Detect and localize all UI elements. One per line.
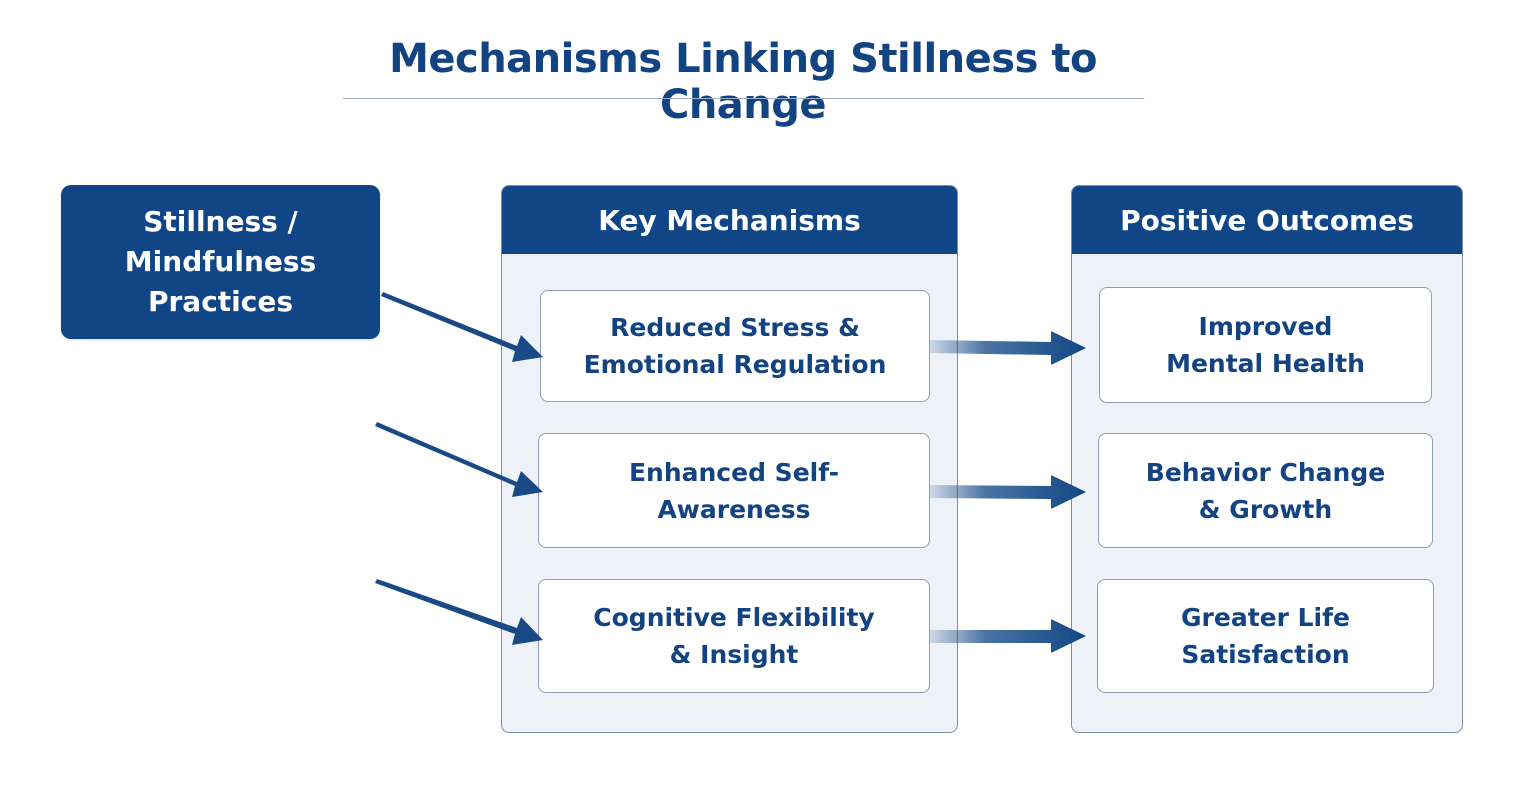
outcome-card-life-satisfaction: Greater Life Satisfaction	[1097, 579, 1434, 693]
key-mechanisms-heading: Key Mechanisms	[502, 186, 957, 254]
outcome-card-mental-health: Improved Mental Health	[1099, 287, 1432, 403]
outcome-card-behavior-change: Behavior Change & Growth	[1098, 433, 1433, 548]
source-node-stillness: Stillness / Mindfulness Practices	[61, 185, 380, 339]
positive-outcomes-heading: Positive Outcomes	[1072, 186, 1462, 254]
title-divider	[343, 98, 1144, 99]
mechanism-card-self-awareness: Enhanced Self- Awareness	[538, 433, 930, 548]
mechanism-card-stress: Reduced Stress & Emotional Regulation	[540, 290, 930, 402]
mechanism-card-cognitive-flexibility: Cognitive Flexibility & Insight	[538, 579, 930, 693]
source-node-label: Stillness / Mindfulness Practices	[124, 205, 317, 318]
diagram-title: Mechanisms Linking Stillness to Change	[389, 36, 1097, 128]
